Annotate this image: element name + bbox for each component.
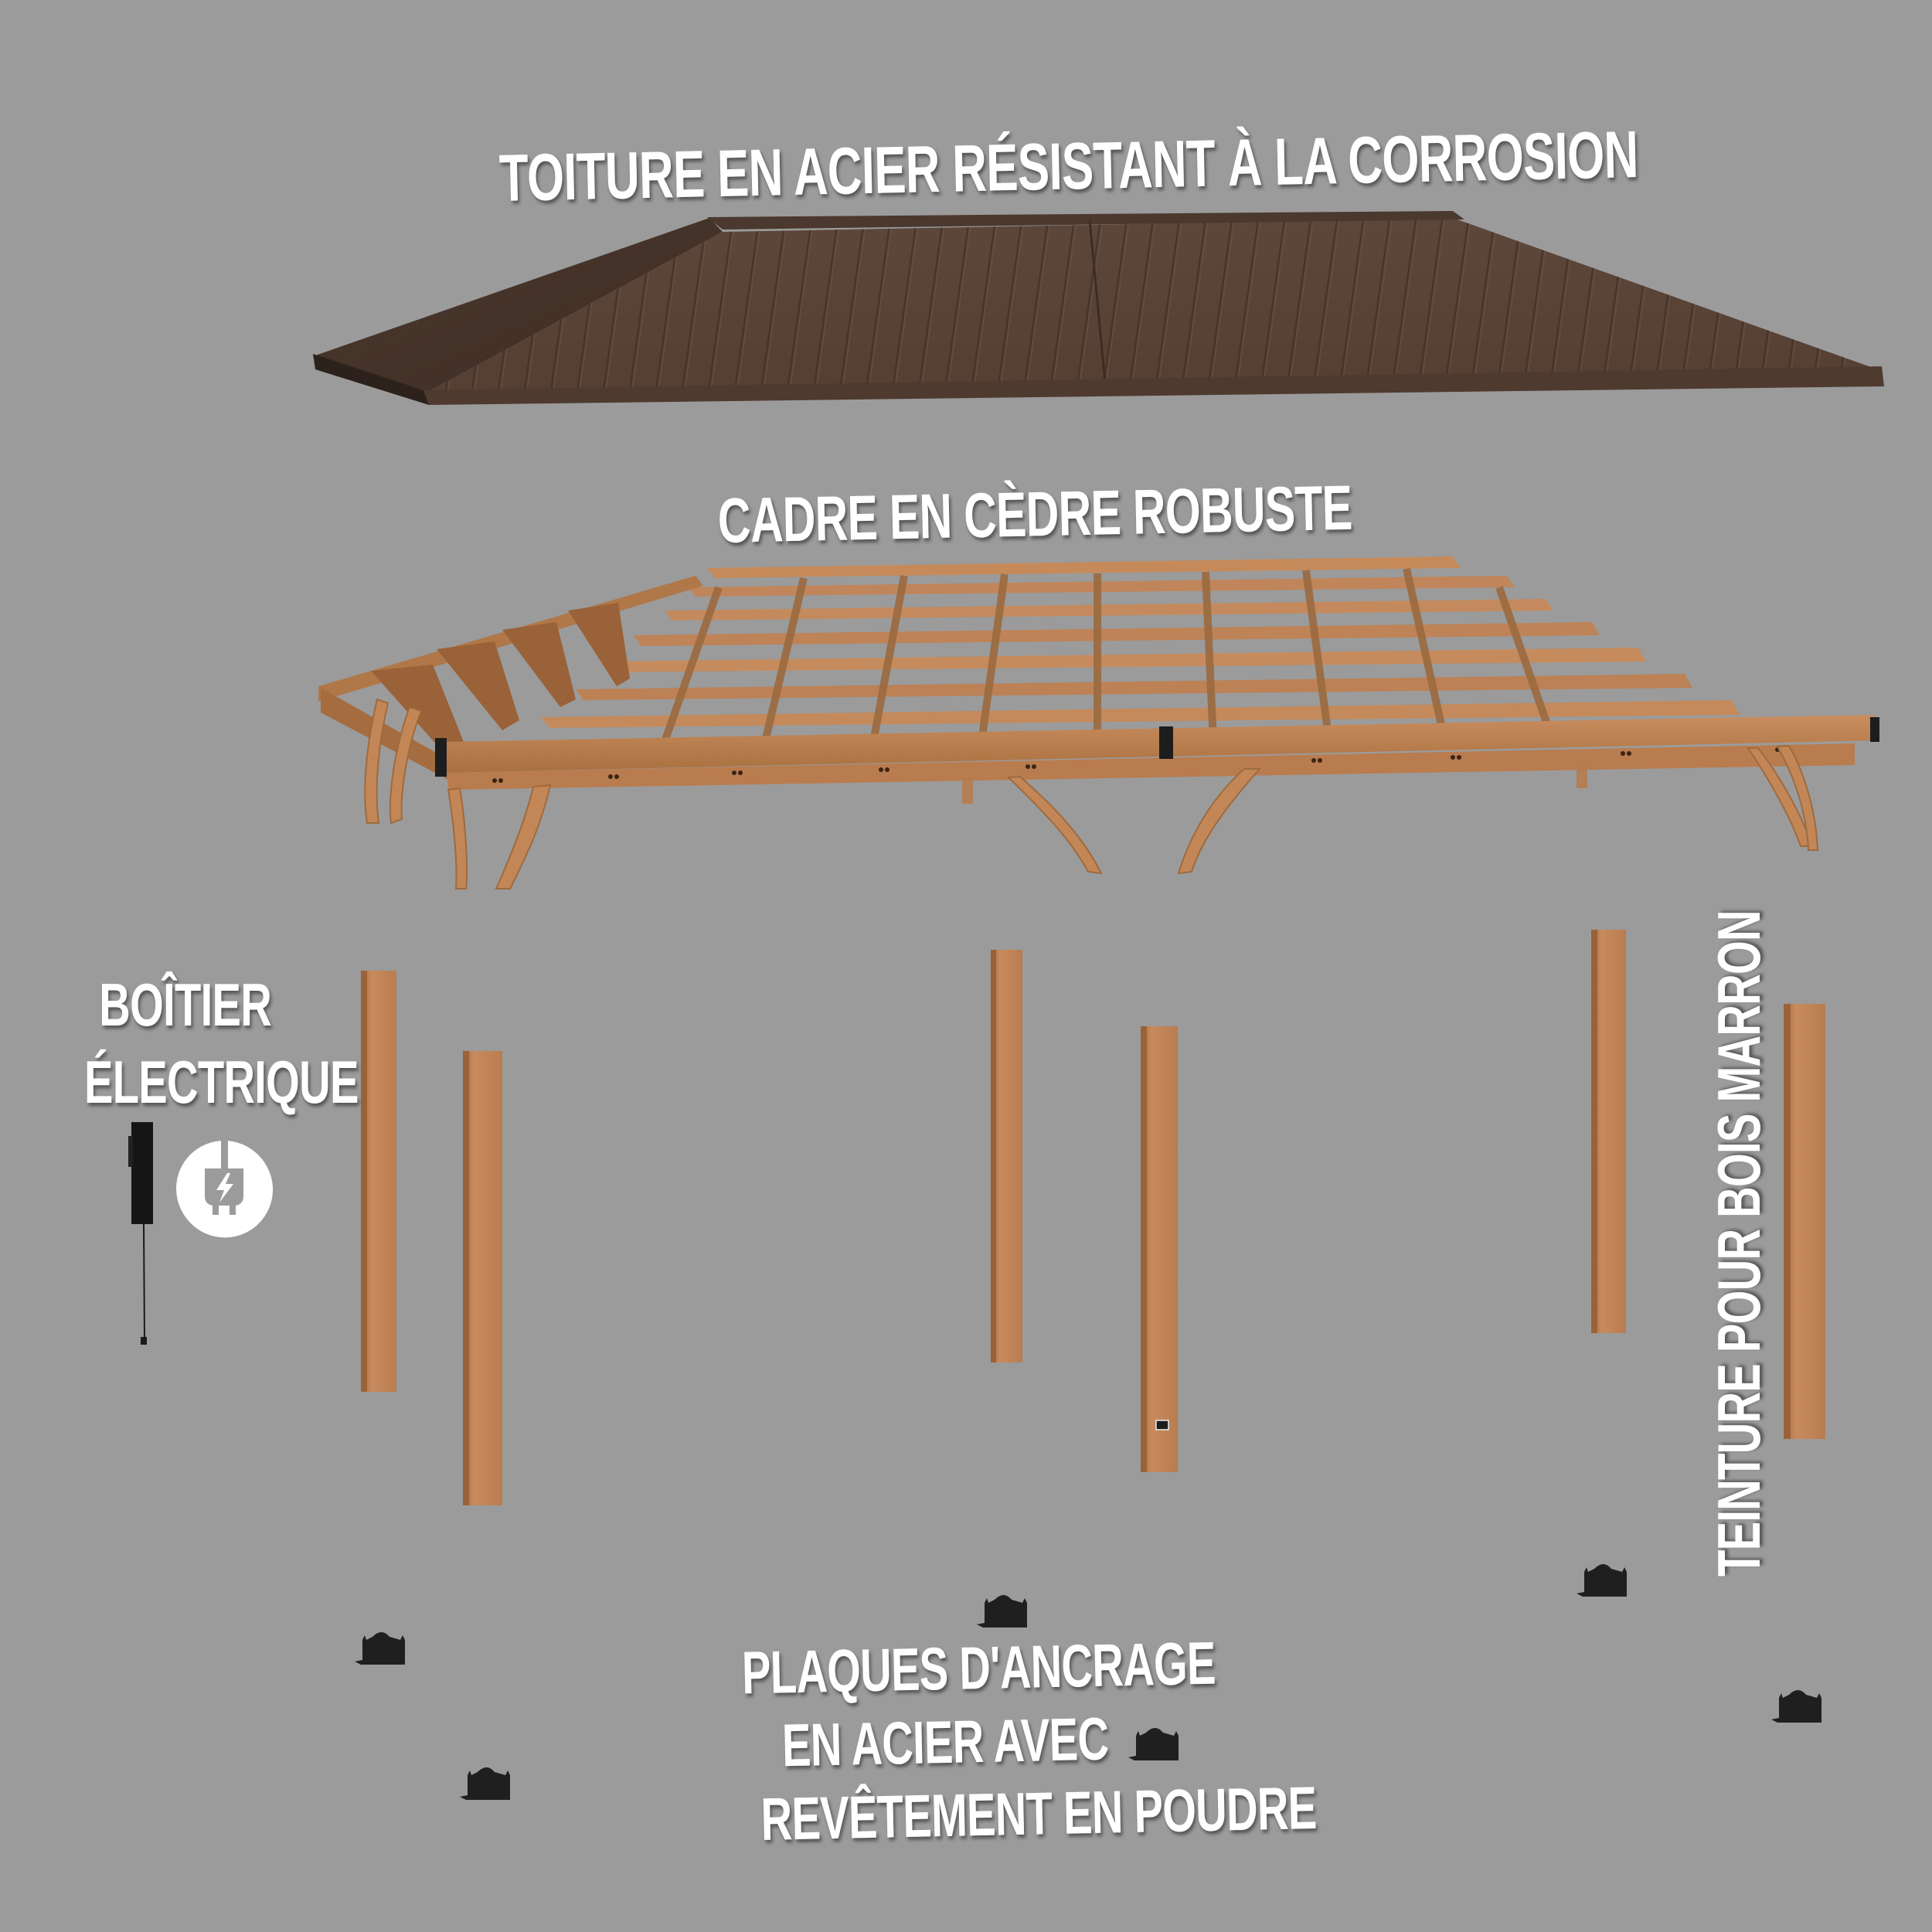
anchor-plate-3 bbox=[977, 1595, 1027, 1628]
steel-roof bbox=[313, 211, 1884, 405]
anchor-plate-5 bbox=[1577, 1564, 1627, 1597]
anchor-plate-2 bbox=[460, 1767, 510, 1800]
post-1 bbox=[361, 971, 396, 1392]
anchor-plate-1 bbox=[355, 1632, 405, 1665]
anchor-plate-4 bbox=[1128, 1728, 1179, 1760]
posts bbox=[361, 930, 1825, 1505]
post-3 bbox=[991, 950, 1022, 1362]
post-5 bbox=[1591, 930, 1626, 1333]
plug-lightning-icon bbox=[176, 1139, 273, 1238]
anchor-plate-6 bbox=[1771, 1690, 1821, 1723]
electrical-box-label: BOÎTIER ÉLECTRIQUE bbox=[83, 971, 359, 1116]
cedar-frame bbox=[318, 556, 1879, 889]
post-2 bbox=[463, 1051, 502, 1505]
post-4-with-outlet bbox=[1141, 1026, 1178, 1472]
anchor-plates bbox=[355, 1564, 1821, 1800]
stain-label: TEINTURE POUR BOIS MARRON bbox=[1705, 910, 1773, 1577]
outlet-icon bbox=[1155, 1420, 1169, 1430]
anchor-plates-label: PLAQUES D'ANCRAGE EN ACIER AVEC REVÊTEME… bbox=[741, 1628, 1318, 1854]
post-6 bbox=[1784, 1004, 1825, 1439]
electrical-box bbox=[128, 1122, 153, 1345]
